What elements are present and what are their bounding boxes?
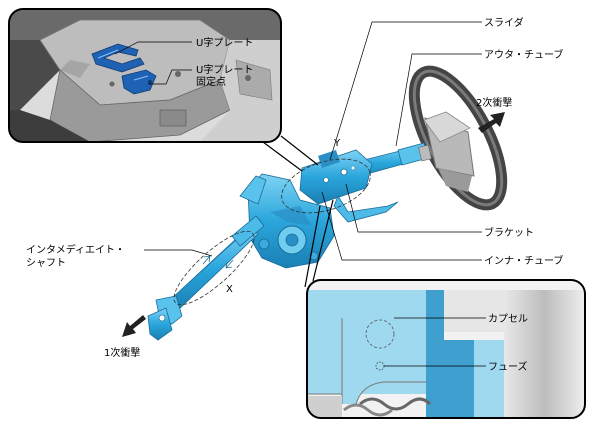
label-outer-tube: アウタ・チューブ [484,48,563,61]
label-inner-tube: インナ・チューブ [484,254,563,267]
impact-arrow-1 [122,315,146,337]
leader-lines [114,21,486,367]
label-y: Y [333,138,341,149]
label-u-plate-fix-point-1: U字プレート [196,63,253,76]
callout-upper-detail [8,8,319,172]
label-u-plate: U字プレート [196,36,253,49]
impact-arrow-2 [478,112,505,133]
label-slider: スライダ [484,16,524,29]
label-u-plate-fix-point-2: 固定点 [196,75,226,88]
label-bracket: ブラケット [484,226,534,239]
steering-wheel [408,65,508,211]
label-fuse: フューズ [488,360,528,373]
label-primary-impact: 1次衝撃 [104,346,140,359]
label-intermediate-shaft-2: シャフト [26,258,66,269]
label-intermediate-shaft-1: インタメディエイト・ [26,243,125,256]
callout-capsule-detail [304,199,586,419]
label-capsule: カプセル [488,313,528,325]
label-secondary-impact: 2次衝撃 [476,96,512,109]
label-x: X [226,284,233,295]
